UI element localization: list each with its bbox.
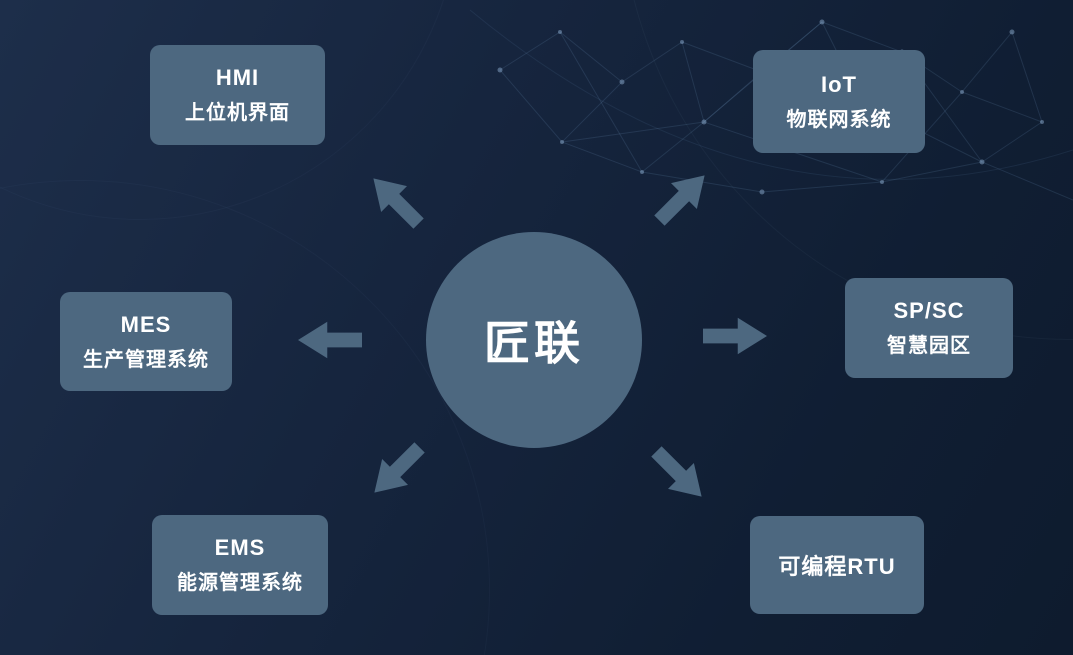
node-ems-subtitle: 能源管理系统 (177, 572, 303, 594)
center-hub-label: 匠联 (484, 317, 584, 369)
node-ems-title: EMS (214, 535, 266, 560)
node-iot-subtitle: 物联网系统 (786, 108, 892, 131)
node-hmi: HMI 上位机界面 (150, 45, 325, 145)
node-rtu-title: 可编程RTU (778, 554, 896, 579)
node-ems: EMS 能源管理系统 (152, 515, 328, 615)
arrow-to-mes (298, 317, 362, 363)
arrow-to-rtu (640, 435, 718, 513)
node-mes-title: MES (120, 311, 172, 337)
node-spsc-title: SP/SC (893, 298, 965, 323)
node-iot-title: IoT (821, 71, 857, 97)
node-mes-subtitle: 生产管理系统 (83, 348, 209, 371)
node-hmi-title: HMI (215, 65, 260, 90)
node-spsc-subtitle: 智慧园区 (887, 335, 971, 357)
arrow-to-ems (358, 431, 436, 509)
node-spsc: SP/SC 智慧园区 (845, 278, 1013, 378)
node-rtu: 可编程RTU (750, 516, 924, 614)
node-iot: IoT 物联网系统 (753, 50, 925, 153)
arrow-to-iot (643, 159, 721, 237)
arrow-to-spsc (703, 313, 767, 359)
arrow-to-hmi (357, 162, 435, 240)
node-mes: MES 生产管理系统 (60, 292, 232, 391)
node-hmi-subtitle: 上位机界面 (185, 102, 290, 124)
center-hub: 匠联 (426, 232, 642, 448)
